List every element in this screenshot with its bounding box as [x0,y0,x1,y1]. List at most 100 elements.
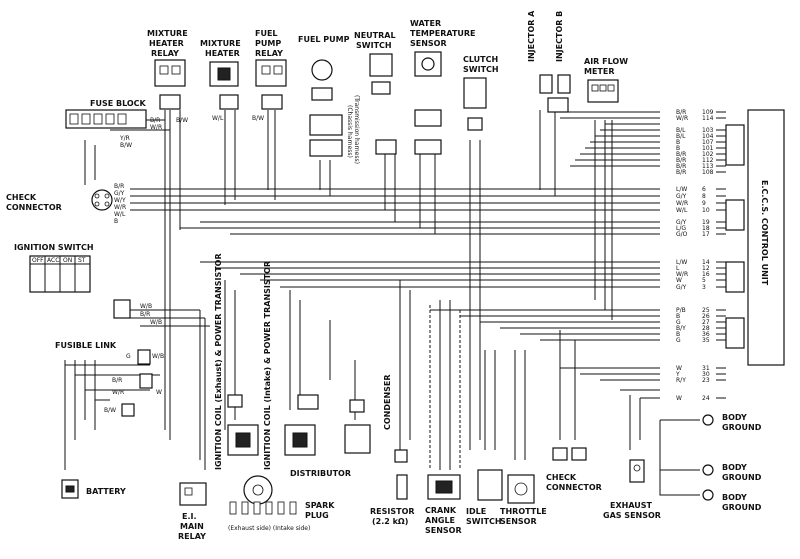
svg-text:B/W: B/W [104,407,116,414]
ecu-pin-number: 17 [702,231,710,238]
ecu-pin-number: 14 [702,259,710,266]
svg-text:(Transmission harness): (Transmission harness) [353,95,360,164]
svg-text:PLUG: PLUG [305,511,329,520]
ecu-wire-code: R/Y [676,377,686,384]
svg-text:BODY: BODY [722,463,747,472]
svg-text:METER: METER [584,67,615,76]
svg-text:RELAY: RELAY [151,49,179,58]
svg-text:IGNITION SWITCH: IGNITION SWITCH [14,243,94,252]
svg-text:W/L: W/L [114,211,126,218]
svg-text:BATTERY: BATTERY [86,487,126,496]
ecu-pin-number: 114 [702,115,714,122]
svg-text:B/R: B/R [140,311,150,318]
svg-text:B/R: B/R [112,377,122,384]
svg-text:SWITCH: SWITCH [466,517,502,526]
ecu-wire-code: W/R [676,200,688,207]
svg-text:PUMP: PUMP [255,39,281,48]
ecu-pin-number: 5 [702,277,706,284]
svg-text:GROUND: GROUND [722,423,762,432]
mixture-heater: MIXTURE HEATER [200,39,241,110]
svg-text:BODY: BODY [722,413,747,422]
svg-text:B/R: B/R [150,117,160,124]
ecu-pin-number: 104 [702,133,714,140]
ignition-coil-intake: IGNITION COIL (Intake) & POWER TRANSISTO… [263,261,319,470]
svg-text:INJECTOR A: INJECTOR A [527,10,536,62]
svg-text:SWITCH: SWITCH [356,41,392,50]
ecu-pin-number: 16 [702,271,710,278]
ecu-pin-number: 12 [702,265,710,272]
fuel-pump-relay: FUEL PUMP RELAY [255,29,287,110]
svg-text:(Exhaust side) (Intake side): (Exhaust side) (Intake side) [228,525,310,532]
svg-text:CHECK: CHECK [6,193,37,202]
ecu-pin-number: 25 [702,307,710,314]
svg-text:B/W: B/W [120,142,132,149]
svg-text:W/L: W/L [212,115,224,122]
fuse-block: FUSE BLOCK Y/R B/W B/R W/R B/W W/L B/W [65,99,264,149]
ecu-wire-code: G [676,337,681,344]
svg-text:THROTTLE: THROTTLE [500,507,547,516]
svg-text:RELAY: RELAY [178,532,206,541]
fuel-pump: FUEL PUMP (Chassis harness) [298,35,353,158]
svg-text:E.I.: E.I. [182,512,197,521]
svg-text:RELAY: RELAY [255,49,283,58]
svg-text:DISTRIBUTOR: DISTRIBUTOR [290,469,351,478]
water-temperature-sensor: WATER TEMPERATURE SENSOR [410,19,476,155]
svg-text:CONNECTOR: CONNECTOR [6,203,62,212]
ecu-wire-code: G/Y [676,219,687,226]
svg-text:FUEL PUMP: FUEL PUMP [298,35,350,44]
svg-text:CRANK: CRANK [425,506,457,515]
ecu-pin-number: 23 [702,377,710,384]
svg-text:AIR FLOW: AIR FLOW [584,57,628,66]
svg-text:CHECK: CHECK [546,473,577,482]
ecu-wire-code: P/B [676,307,686,314]
ecu-wire-code: Y [675,371,680,378]
fusible-link: FUSIBLE LINK G W/B B/R W W/R B/W [55,341,164,417]
svg-text:CONDENSER: CONDENSER [383,374,392,430]
svg-text:W: W [156,389,162,396]
svg-text:W/R: W/R [150,124,162,131]
svg-text:E.C.C.S. CONTROL UNIT: E.C.C.S. CONTROL UNIT [760,180,769,286]
injector-b: INJECTOR B [547,11,571,113]
svg-text:ST: ST [78,257,86,264]
ecu-pin-number: 10 [702,207,710,214]
svg-text:W/R: W/R [114,204,126,211]
ecu-wire-code: W [676,277,682,284]
svg-text:G/Y: G/Y [114,190,125,197]
ecu-pin-number: 19 [702,219,710,226]
svg-text:(2.2 kΩ): (2.2 kΩ) [372,517,408,526]
ecu-wire-code: W [676,365,682,372]
ecu-pin-number: 103 [702,127,714,134]
ecu-wire-code: B/R [676,157,686,164]
ecu-wire-code: B/R [676,163,686,170]
svg-text:BODY: BODY [722,493,747,502]
svg-text:B/W: B/W [176,117,188,124]
svg-text:TEMPERATURE: TEMPERATURE [410,29,476,38]
svg-text:IGNITION COIL (Intake) & POWER: IGNITION COIL (Intake) & POWER TRANSISTO… [263,261,272,470]
spark-plug: SPARK PLUG (Exhaust side) (Intake side) [228,501,335,532]
ecu-pin-number: 18 [702,225,710,232]
ecu-pin-number: 35 [702,337,710,344]
ecu-wire-code: W [676,395,682,402]
svg-text:CLUTCH: CLUTCH [463,55,498,64]
ei-main-relay: E.I. MAIN RELAY [178,482,207,541]
ecu-wire-code: B/R [676,151,686,158]
svg-text:W/B: W/B [140,303,152,310]
ecu-wire-code: G/Y [676,284,687,291]
svg-text:CONNECTOR: CONNECTOR [546,483,602,492]
condenser: CONDENSER [344,374,392,454]
ecu-wire-code: B [676,139,680,146]
svg-text:FUSIBLE LINK: FUSIBLE LINK [55,341,117,350]
ecu-wire-code: B/Y [676,325,686,332]
ecu-wire-code: B/L [676,127,686,134]
svg-text:NEUTRAL: NEUTRAL [354,31,396,40]
ecu-pin-number: 9 [702,200,706,207]
ecu-wire-code: L/G [676,225,686,232]
neutral-switch: NEUTRAL SWITCH (Transmission harness) [353,31,397,164]
ecu-pin-number: 109 [702,109,714,116]
svg-text:GROUND: GROUND [722,473,762,482]
svg-text:B: B [114,218,118,225]
svg-text:SENSOR: SENSOR [410,39,447,48]
check-connector-left: CHECK CONNECTOR B/R G/Y W/Y W/R W/L B [6,183,126,225]
svg-text:SENSOR: SENSOR [425,526,462,535]
